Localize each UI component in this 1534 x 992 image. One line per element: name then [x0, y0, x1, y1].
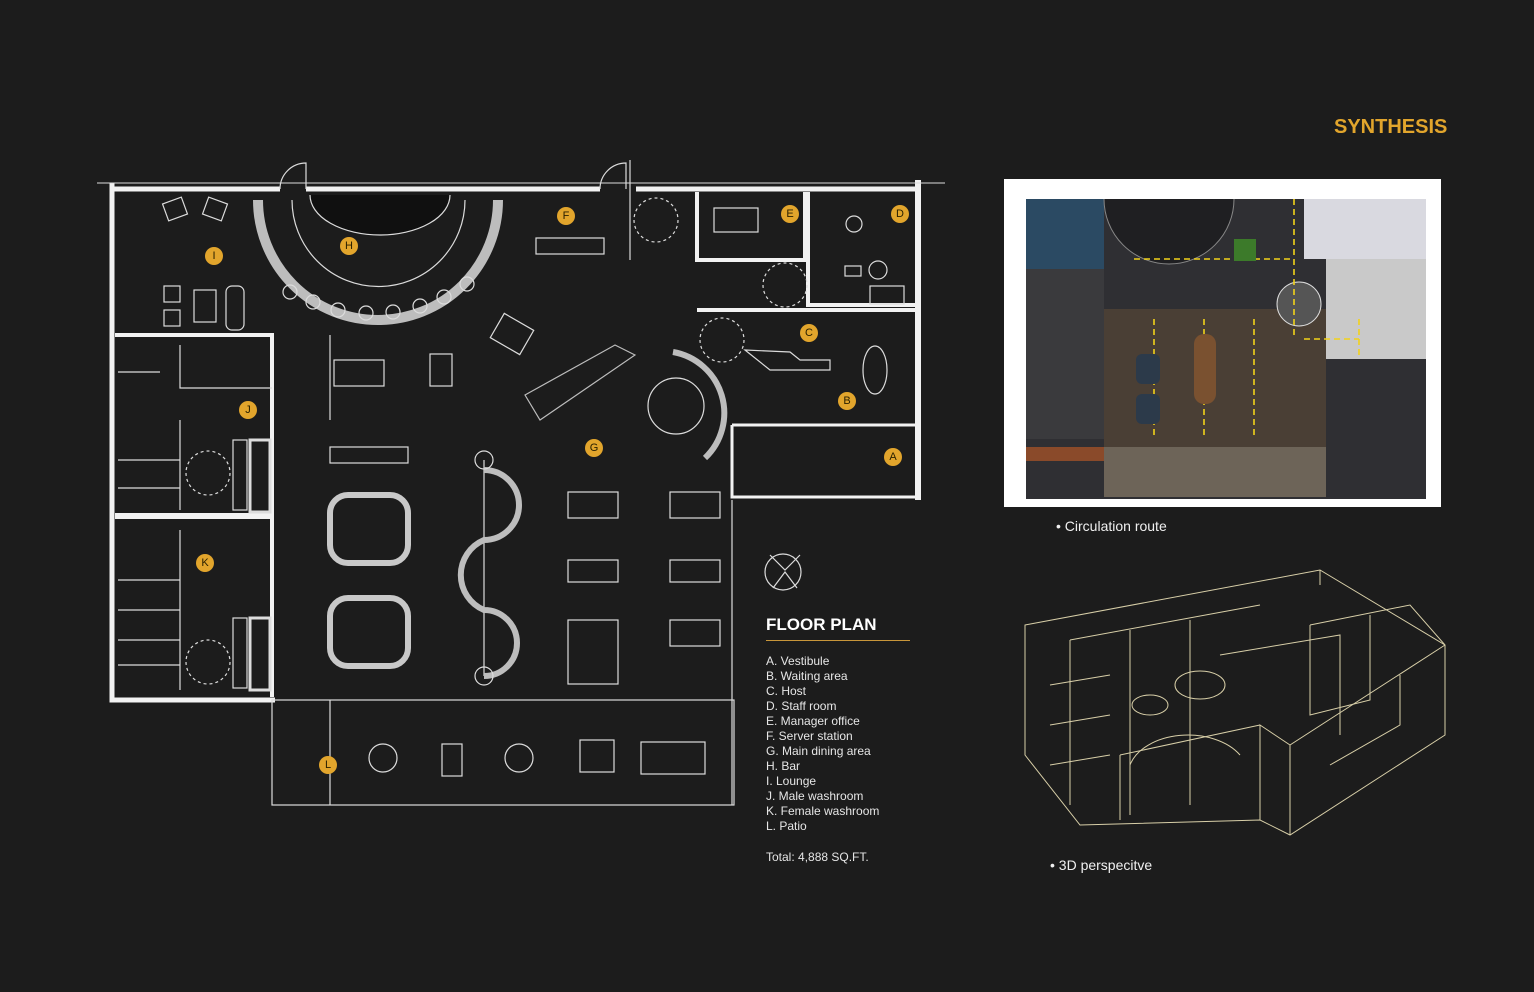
perspective-caption: • 3D perspecitve — [1050, 857, 1153, 873]
legend-item: D. Staff room — [766, 699, 837, 713]
legend-item: I. Lounge — [766, 774, 817, 788]
marker-h: H — [345, 240, 353, 252]
circulation-route-image — [1004, 179, 1441, 507]
circulation-caption: • Circulation route — [1056, 518, 1167, 534]
legend-item: G. Main dining area — [766, 744, 871, 758]
page-title: SYNTHESIS — [1334, 116, 1448, 138]
marker-e: E — [786, 208, 793, 220]
legend-item: A. Vestibule — [766, 654, 830, 668]
room-markers: A B C D E F G H I J K L — [196, 205, 909, 774]
legend-item: B. Waiting area — [766, 669, 848, 683]
marker-g: G — [590, 442, 599, 454]
legend-item: K. Female washroom — [766, 804, 880, 818]
marker-a: A — [889, 451, 897, 463]
marker-b: B — [843, 395, 850, 407]
marker-j: J — [245, 404, 251, 416]
floor-plan-title: FLOOR PLAN — [766, 615, 877, 634]
legend-item: E. Manager office — [766, 714, 860, 728]
marker-d: D — [896, 208, 904, 220]
floor-plan-drawing: A B C D E F G H I J K L — [97, 160, 945, 806]
marker-i: I — [212, 250, 215, 262]
marker-l: L — [325, 759, 331, 771]
total-area: Total: 4,888 SQ.FT. — [766, 850, 869, 864]
circulation-plan — [1026, 198, 1426, 499]
marker-k: K — [201, 557, 209, 569]
legend-item: J. Male washroom — [766, 789, 864, 803]
marker-c: C — [805, 327, 813, 339]
3d-perspective-image — [1024, 569, 1446, 836]
legend-item: F. Server station — [766, 729, 853, 743]
title-underline — [766, 640, 910, 641]
room-legend: A. Vestibule B. Waiting area C. Host D. … — [766, 654, 879, 834]
legend-item: L. Patio — [766, 819, 807, 833]
legend-item: H. Bar — [766, 759, 801, 773]
marker-f: F — [563, 210, 570, 222]
legend-item: C. Host — [766, 684, 807, 698]
